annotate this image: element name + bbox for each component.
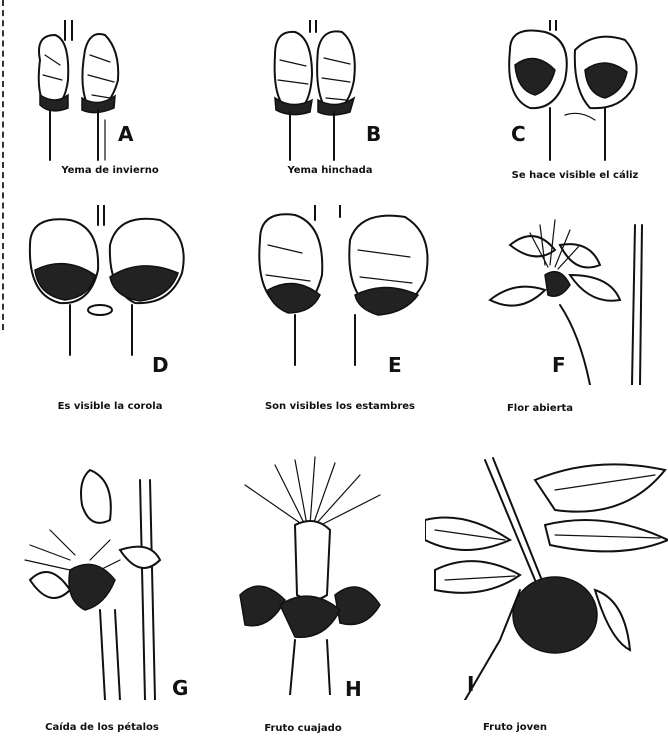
stage-caption: Se hace visible el cáliz — [475, 170, 668, 181]
stage-e: E Son visibles los estambres — [240, 205, 460, 445]
stage-d: D Es visible la corola — [10, 205, 230, 445]
page-edge-rule — [2, 0, 6, 330]
stage-caption: Caída de los pétalos — [2, 722, 202, 733]
stage-g: G Caída de los pétalos — [10, 460, 230, 700]
stage-letter: H — [345, 677, 362, 701]
stage-caption: Flor abierta — [440, 403, 640, 414]
stage-f: F Flor abierta — [460, 205, 668, 445]
stage-caption: Yema hinchada — [230, 165, 430, 176]
swollen-bud-illustration — [230, 20, 450, 180]
young-fruit-illustration — [425, 450, 668, 700]
stage-letter: C — [511, 122, 526, 146]
stage-caption: Fruto joven — [415, 722, 615, 733]
stamens-illustration — [240, 205, 460, 385]
stage-letter: F — [552, 353, 566, 377]
winter-bud-illustration — [10, 20, 230, 180]
calyx-illustration — [455, 20, 668, 180]
stage-letter: D — [152, 353, 169, 377]
corolla-illustration — [10, 205, 230, 385]
stage-caption: Yema de invierno — [10, 165, 210, 176]
stage-letter: E — [388, 353, 402, 377]
stage-letter: G — [172, 676, 188, 700]
stage-letter: I — [467, 672, 474, 696]
stage-h: H Fruto cuajado — [215, 455, 435, 695]
stage-i: I Fruto joven — [425, 450, 668, 690]
stage-caption: Fruto cuajado — [203, 723, 403, 734]
stage-caption: Son visibles los estambres — [240, 401, 440, 412]
fruit-set-illustration — [215, 455, 435, 695]
stage-letter: B — [366, 122, 381, 146]
stage-caption: Es visible la corola — [10, 401, 210, 412]
petal-fall-illustration — [10, 460, 230, 700]
stage-letter: A — [118, 122, 133, 146]
